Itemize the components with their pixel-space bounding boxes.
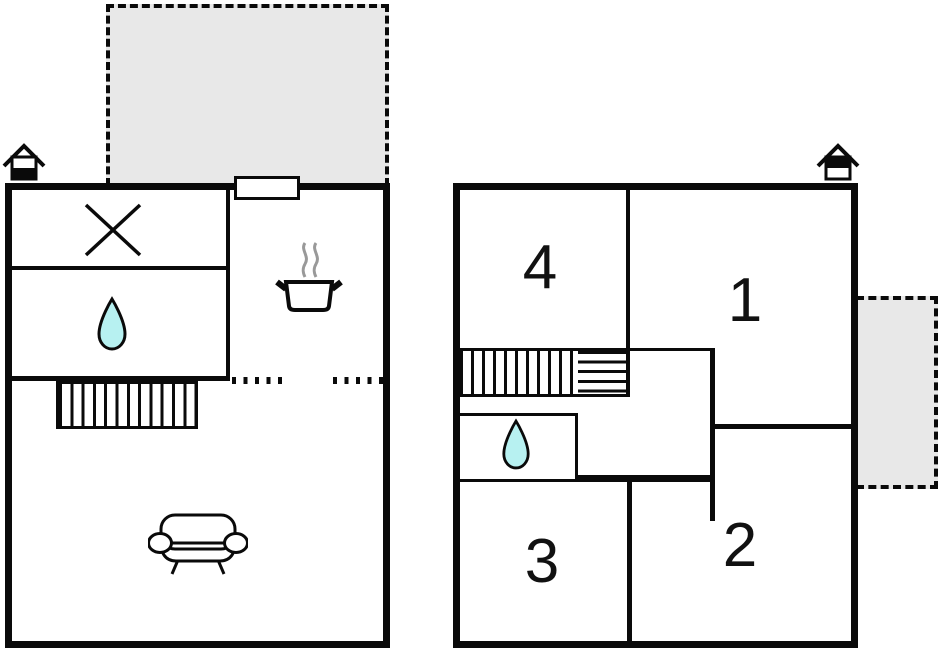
upper-floor-outline: 1 2 3 4 [453, 183, 858, 648]
x-mark-icon [82, 202, 144, 258]
wall [710, 348, 715, 521]
staircase-winder-icon [578, 351, 630, 397]
upper-floor-terrace [856, 296, 938, 489]
staircase-icon [460, 351, 578, 397]
staircase-icon [56, 381, 198, 429]
room-3-label: 3 [524, 527, 560, 596]
dotted-partition [333, 377, 385, 384]
room-2-label: 2 [722, 511, 758, 580]
wall [226, 190, 230, 380]
ground-floor-outline [5, 176, 390, 648]
room-1-label: 1 [727, 266, 763, 335]
wall [460, 348, 715, 351]
ground-floor-terrace [106, 4, 389, 186]
wall [12, 266, 228, 270]
cooking-pot-icon [274, 240, 344, 315]
room-4-label: 4 [522, 233, 558, 302]
wall [12, 376, 230, 381]
water-drop-icon [501, 418, 531, 471]
sofa-icon [147, 505, 249, 577]
wall [627, 478, 632, 641]
wall [460, 475, 715, 482]
entrance-door [234, 176, 300, 200]
upper-floor-level-icon [816, 141, 860, 183]
wall [626, 190, 630, 350]
ground-floor-level-icon [2, 141, 46, 183]
dotted-partition [232, 377, 284, 384]
upper-bathroom [460, 413, 578, 479]
water-drop-icon [96, 296, 128, 352]
wall [713, 424, 851, 429]
